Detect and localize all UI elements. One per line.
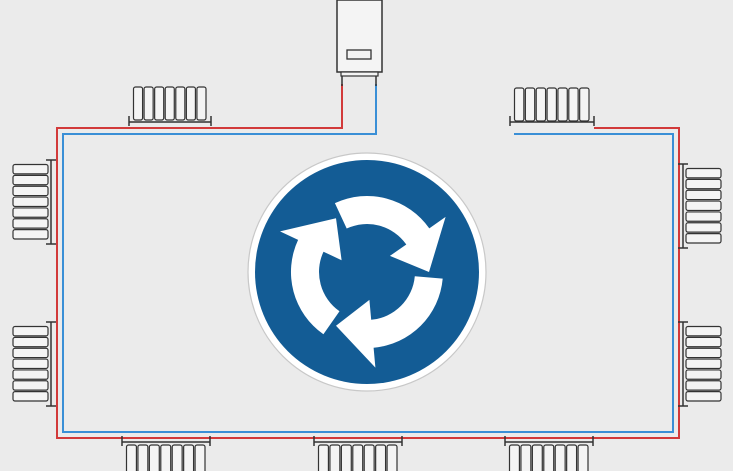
radiator-fin (12, 380, 49, 391)
radiator-fin (386, 444, 398, 471)
radiator-fin (531, 444, 543, 471)
radiator-icon (678, 321, 722, 407)
radiator-fin (160, 444, 172, 471)
radiator-fin (685, 369, 722, 380)
radiator-fin (685, 222, 722, 233)
radiator-fin (363, 444, 375, 471)
radiator-fin (579, 87, 590, 122)
radiator-fin (685, 380, 722, 391)
radiator-icon (509, 87, 595, 126)
radiator-fin (175, 86, 186, 121)
radiator-icon (12, 159, 56, 245)
radiator-fin (508, 444, 521, 471)
radiator-fin (329, 444, 341, 471)
radiator-fin (183, 444, 195, 471)
radiator-fin (12, 358, 49, 370)
radiator-icon (504, 436, 594, 471)
circular-arrow-icon (334, 195, 446, 272)
radiator-fin (375, 444, 387, 471)
circular-arrow-icon (280, 218, 342, 335)
radiator-fin (340, 444, 352, 471)
radiator-fin (685, 233, 722, 244)
radiator-fin (685, 325, 722, 337)
radiator-fin (566, 444, 578, 471)
circular-arrow-icon (336, 276, 443, 368)
radiator-fin (685, 347, 722, 359)
radiator-fin (171, 444, 183, 471)
radiator-fin (12, 229, 49, 240)
radiator-fin (685, 211, 722, 222)
radiator-fin (12, 207, 49, 218)
radiator-fin (12, 336, 49, 348)
radiator-fin (520, 444, 532, 471)
radiator-fin (685, 336, 722, 348)
radiator-fin (12, 369, 49, 380)
radiator-fin (513, 87, 525, 122)
radiator-fin (185, 86, 197, 121)
radiators (12, 86, 722, 471)
radiator-fin (12, 163, 49, 175)
radiator-icon (12, 321, 56, 407)
return-pipe (62, 84, 674, 433)
radiator-fin (685, 167, 722, 179)
roundabout-sign-icon (247, 152, 487, 392)
radiator-icon (313, 436, 403, 471)
radiator-fin (194, 444, 206, 471)
radiator-fin (125, 444, 138, 471)
radiator-fin (12, 391, 49, 402)
radiator-fin (137, 444, 149, 471)
radiator-fin (143, 86, 154, 121)
radiator-fin (12, 174, 49, 186)
radiator-fin (196, 86, 207, 121)
radiator-fin (535, 87, 547, 122)
radiator-fin (317, 444, 330, 471)
boiler-icon (336, 0, 383, 86)
radiator-fin (148, 444, 160, 471)
radiator-icon (678, 163, 722, 249)
radiator-fin (132, 86, 144, 121)
radiator-fin (568, 87, 579, 122)
radiator-fin (546, 87, 558, 122)
radiator-fin (12, 347, 49, 359)
radiator-fin (12, 218, 49, 229)
radiator-fin (577, 444, 589, 471)
radiator-fin (352, 444, 364, 471)
radiator-fin (12, 185, 49, 197)
radiator-fin (685, 178, 722, 190)
radiator-icon (121, 436, 211, 471)
radiator-fin (12, 325, 49, 337)
radiator-fin (557, 87, 568, 122)
radiator-fin (685, 200, 722, 212)
radiator-icon (128, 86, 212, 126)
radiator-fin (12, 196, 49, 208)
radiator-fin (685, 189, 722, 201)
radiator-fin (164, 86, 175, 121)
radiator-fin (524, 87, 536, 122)
supply-pipe (56, 84, 680, 439)
radiator-fin (543, 444, 555, 471)
radiator-fin (554, 444, 566, 471)
radiator-fin (685, 358, 722, 370)
sign-disc (255, 160, 479, 384)
circular-arrows (280, 195, 446, 368)
radiator-fin (154, 86, 165, 121)
radiator-fin (685, 391, 722, 402)
